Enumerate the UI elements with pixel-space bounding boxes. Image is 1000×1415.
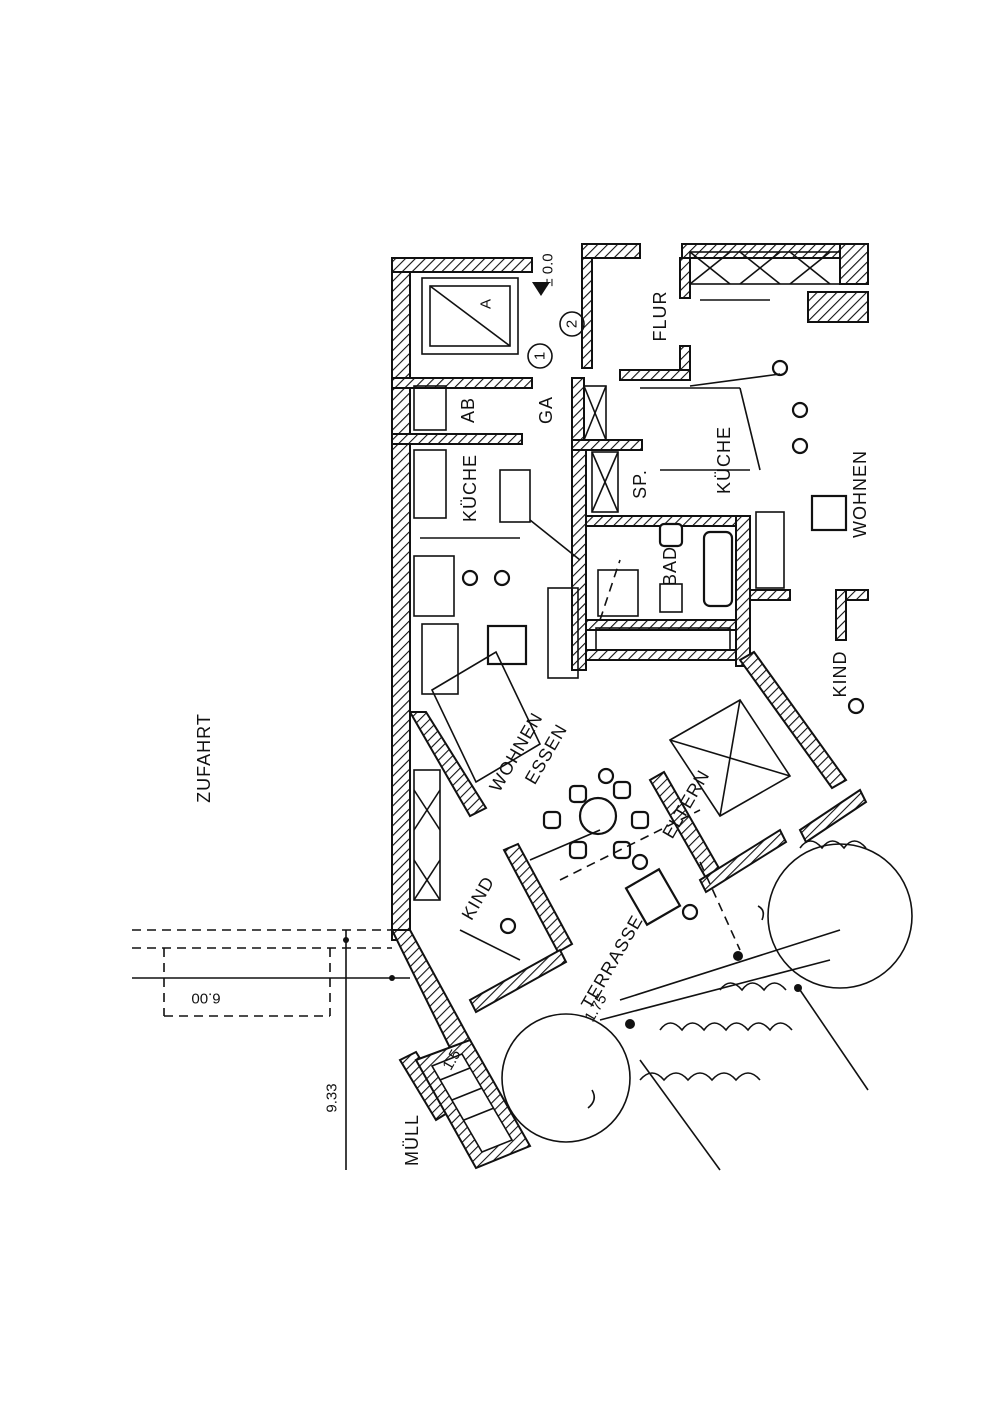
furniture	[430, 359, 865, 935]
unit-markers: 1 2 A ± 0.0	[478, 253, 585, 369]
dimension-labels: 6.00 9.33 1.75 1.5	[191, 990, 610, 1113]
interior-walls	[391, 257, 869, 1014]
outer-walls	[390, 243, 869, 1122]
unit-marker-1-label: 1	[532, 352, 549, 360]
unit-marker-2	[559, 311, 585, 337]
landscaping	[501, 840, 913, 1143]
dimension-width-2: 9.33	[324, 1083, 341, 1112]
door-swings	[132, 299, 869, 1171]
label-kueche-right: KÜCHE	[714, 426, 734, 494]
unit-marker-1	[527, 343, 553, 369]
label-kueche-left: KÜCHE	[460, 454, 480, 522]
label-ga: GA	[536, 396, 556, 424]
window-cabinets	[413, 251, 841, 901]
label-bad: BAD	[660, 546, 680, 586]
label-sp: SP.	[630, 469, 650, 499]
muell-enclosure	[414, 1038, 532, 1170]
label-muell: MÜLL	[402, 1114, 422, 1166]
label-zufahrt: ZUFAHRT	[194, 713, 214, 803]
room-labels: ZUFAHRT FLUR AB GA KÜCHE KÜCHE SP. BAD W…	[194, 290, 870, 1166]
label-kind-top: KIND	[830, 650, 850, 697]
level-marker-icon	[532, 282, 550, 296]
unit-marker-2-label: 2	[564, 320, 581, 328]
label-terrasse: TERRASSE	[577, 912, 647, 1013]
label-flur: FLUR	[650, 290, 670, 341]
unit-marker-a-label: A	[478, 299, 495, 309]
label-wohnen-right: WOHNEN	[850, 450, 870, 538]
label-kind-bottom: KIND	[458, 873, 499, 924]
label-ab: AB	[458, 397, 478, 423]
level-marker: ± 0.0	[540, 253, 557, 286]
dimension-width-1: 6.00	[191, 990, 220, 1007]
